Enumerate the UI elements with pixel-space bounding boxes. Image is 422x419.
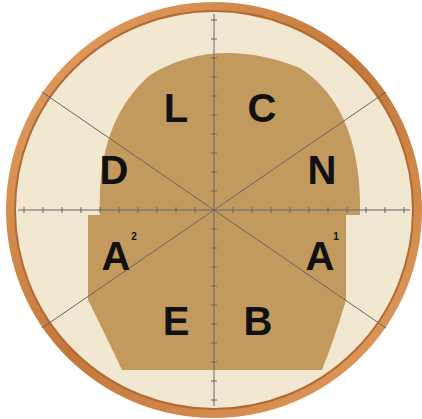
tick-mark	[211, 20, 217, 21]
sector-letter: C	[248, 88, 277, 128]
tick-mark	[211, 153, 217, 154]
tick-mark	[211, 286, 217, 287]
tick-mark	[366, 207, 367, 213]
sector-letter: N	[308, 150, 337, 190]
tick-mark	[404, 207, 405, 213]
tick-mark	[385, 207, 386, 213]
tick-mark	[81, 207, 82, 213]
tick-mark	[211, 115, 217, 116]
tick-mark	[309, 207, 310, 213]
sector-letter: E	[163, 301, 190, 341]
tick-mark	[252, 207, 253, 213]
sector-letter: L	[164, 88, 188, 128]
tick-mark	[328, 207, 329, 213]
sector-letter: A	[102, 236, 131, 276]
tick-mark	[62, 207, 63, 213]
sector-letter: D	[100, 150, 129, 190]
tick-mark	[43, 207, 44, 213]
subscript-number: 1	[333, 232, 339, 242]
tick-mark	[211, 400, 217, 401]
tick-mark	[290, 207, 291, 213]
tick-mark	[211, 248, 217, 249]
brown-region	[88, 53, 360, 370]
tick-mark	[347, 207, 348, 213]
axis-ticks	[24, 20, 404, 400]
tick-mark	[211, 39, 217, 40]
tick-mark	[233, 207, 234, 213]
tick-mark	[138, 207, 139, 213]
axes	[18, 14, 410, 406]
tick-mark	[24, 207, 25, 213]
tick-mark	[176, 207, 177, 213]
tick-mark	[211, 381, 217, 382]
tick-mark	[211, 191, 217, 192]
tick-mark	[119, 207, 120, 213]
tick-mark	[211, 96, 217, 97]
tick-mark	[157, 207, 158, 213]
tick-mark	[211, 343, 217, 344]
tick-mark	[211, 305, 217, 306]
tick-mark	[211, 134, 217, 135]
tick-mark	[211, 324, 217, 325]
tick-mark	[211, 267, 217, 268]
tick-mark	[100, 207, 101, 213]
tick-mark	[211, 77, 217, 78]
tick-mark	[271, 207, 272, 213]
tick-mark	[211, 58, 217, 59]
sector-letter: A	[306, 236, 335, 276]
outer-rim	[6, 2, 422, 418]
sector-letter: B	[244, 301, 273, 341]
tick-mark	[195, 207, 196, 213]
tick-mark	[211, 229, 217, 230]
subscript-number: 2	[131, 232, 137, 242]
dial-face	[15, 11, 413, 409]
tick-mark	[211, 172, 217, 173]
tick-mark	[211, 362, 217, 363]
